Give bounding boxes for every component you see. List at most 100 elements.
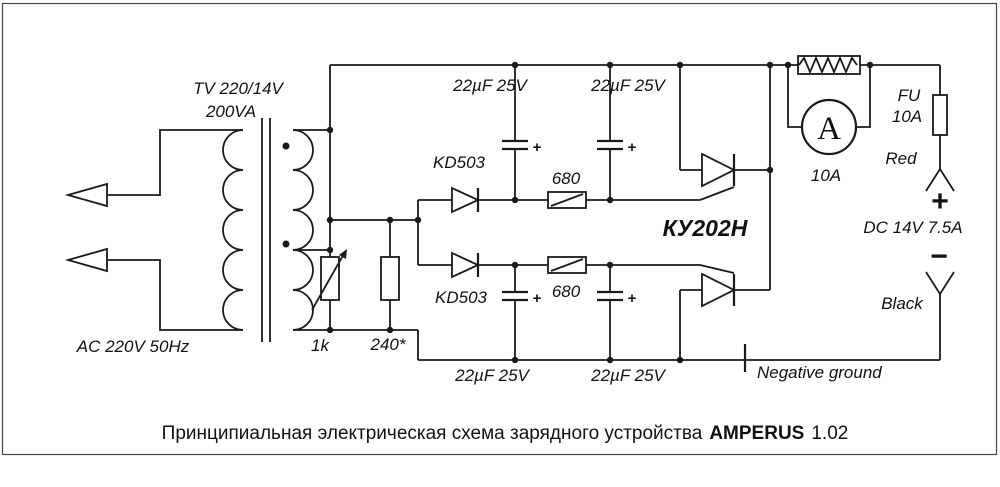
caption-text: Принципиальная электрическая схема заряд…	[162, 423, 703, 444]
fuse-name: FU	[898, 86, 921, 105]
potentiometer-1k	[311, 249, 347, 311]
junction	[511, 261, 519, 269]
wire-lower-gate	[699, 264, 735, 274]
capacitor-top-right: +	[597, 65, 637, 200]
junction	[676, 61, 684, 69]
junction	[606, 61, 614, 69]
junction	[386, 326, 394, 334]
cap-label-bottom-left: 22µF 25V	[454, 366, 530, 385]
polarity-dot-lower	[282, 240, 290, 248]
resistor-680-upper	[547, 191, 587, 209]
capacitor-bottom-left: +	[502, 265, 542, 360]
resistor-240-label: 240*	[370, 335, 407, 354]
positive-terminal-arrow-icon	[925, 167, 955, 192]
cap-label-top-left: 22µF 25V	[452, 76, 528, 95]
pot-arrowhead-icon	[339, 249, 347, 259]
output-rating: DC 14V 7.5A	[863, 218, 962, 237]
cap-polarity: +	[533, 290, 542, 307]
negative-wire-label: Black	[881, 294, 924, 313]
plug-prong-upper-icon	[64, 182, 108, 208]
fuse-rating: 10A	[892, 107, 922, 126]
diode-triangle	[451, 186, 481, 214]
junction	[511, 196, 519, 204]
positive-terminal	[925, 167, 955, 192]
resistor-680-label-lower: 680	[552, 282, 581, 301]
caption-brand: AMPERUS	[709, 423, 804, 444]
thyristor-label: КУ202Н	[663, 215, 748, 241]
junction	[326, 326, 334, 334]
secondary-winding	[292, 129, 314, 331]
pot-wiper-arrow	[311, 251, 346, 311]
thyristor-triangle	[701, 272, 737, 308]
ac-wire-lower	[107, 259, 243, 331]
diode-kd503-lower	[451, 251, 481, 279]
thyristor-upper	[701, 152, 737, 188]
caption-version: 1.02	[811, 423, 848, 444]
plus-sign: +	[931, 185, 949, 218]
thyristor-lower	[701, 272, 737, 308]
ground-label: Negative ground	[757, 363, 882, 382]
resistor-240	[380, 256, 400, 301]
junction	[676, 356, 684, 364]
negative-terminal-arrow-icon	[925, 271, 955, 296]
ac-input-label: AC 220V 50Hz	[76, 337, 190, 356]
fuse	[932, 94, 948, 136]
wires	[293, 64, 941, 361]
diode-label-upper: KD503	[433, 153, 486, 172]
junction	[326, 216, 334, 224]
fuse-body	[932, 94, 948, 136]
resistor-body	[380, 256, 400, 301]
cap-label-top-right: 22µF 25V	[590, 76, 666, 95]
junction	[326, 246, 334, 254]
junction	[606, 356, 614, 364]
transformer	[222, 118, 314, 342]
ac-plug	[64, 129, 243, 331]
ammeter: A	[800, 98, 858, 156]
frame-border	[1, 2, 998, 456]
plug-prong-lower-icon	[64, 247, 108, 273]
junction	[511, 61, 519, 69]
diode-triangle	[451, 251, 481, 279]
resistor-mark	[550, 258, 584, 272]
shunt-zigzag	[798, 55, 858, 75]
diode-label-lower: KD503	[435, 288, 488, 307]
ammeter-circle	[800, 98, 858, 156]
primary-winding	[222, 129, 244, 331]
resistor-680-label-upper: 680	[552, 169, 581, 188]
negative-terminal	[925, 271, 955, 296]
junction	[866, 61, 874, 69]
wire-ammeter-right	[856, 65, 871, 128]
junction	[766, 166, 774, 174]
junction	[414, 216, 422, 224]
junction	[606, 261, 614, 269]
capacitor-top-left: +	[502, 65, 542, 200]
pot-label: 1k	[311, 336, 330, 355]
junction-dots	[326, 61, 874, 364]
junction	[511, 356, 519, 364]
ac-wire-upper	[107, 129, 243, 196]
polarity-dot-upper	[282, 142, 290, 150]
cap-polarity: +	[628, 139, 637, 156]
cap-polarity: +	[533, 139, 542, 156]
transformer-title: TV 220/14V	[193, 79, 284, 98]
diode-kd503-upper	[451, 186, 481, 214]
shunt-resistor	[797, 55, 861, 75]
junction	[386, 216, 394, 224]
junction	[606, 196, 614, 204]
resistor-680-lower	[547, 256, 587, 274]
positive-wire-label: Red	[885, 149, 917, 168]
ammeter-rating: 10A	[811, 166, 841, 185]
junction	[784, 61, 792, 69]
ammeter-symbol: A	[817, 111, 841, 147]
resistor-mark	[550, 193, 584, 207]
wire-ammeter-left	[787, 65, 802, 128]
junction	[326, 126, 334, 134]
junction	[766, 61, 774, 69]
caption: Принципиальная электрическая схема заряд…	[162, 423, 849, 444]
thyristor-triangle	[701, 152, 737, 188]
cap-label-bottom-right: 22µF 25V	[590, 366, 666, 385]
wire-upper-gate	[699, 186, 735, 201]
cap-polarity: +	[628, 290, 637, 307]
